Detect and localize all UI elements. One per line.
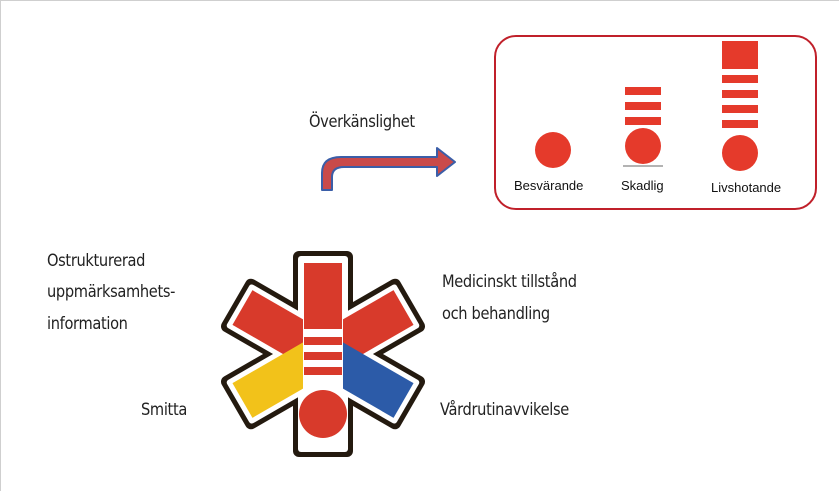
bent-arrow-icon: [321, 147, 456, 191]
category-label-line: Ostrukturerad: [47, 251, 146, 271]
star-of-life-warning-icon: [220, 251, 426, 457]
circle-severity-icon: [535, 132, 571, 168]
category-label-line: uppmärksamhets-: [47, 282, 176, 302]
severity-label-besvarande: Besvärande: [514, 178, 584, 193]
category-label-line: och behandling: [442, 304, 550, 324]
tall-exclamation-severity-icon: [722, 41, 758, 171]
severity-label-skadlig: Skadlig: [621, 178, 664, 193]
category-label-smitta: Smitta: [141, 400, 187, 420]
category-label-line: Medicinskt tillstånd: [442, 272, 577, 292]
arrow-label: Överkänslighet: [309, 112, 415, 132]
category-label-line: information: [47, 314, 128, 334]
severity-panel: [494, 35, 817, 210]
short-exclamation-severity-icon: [623, 87, 663, 167]
severity-label-livshotande: Livshotande: [711, 180, 782, 195]
category-label-vardrutinavvikelse: Vårdrutinavvikelse: [440, 400, 569, 420]
